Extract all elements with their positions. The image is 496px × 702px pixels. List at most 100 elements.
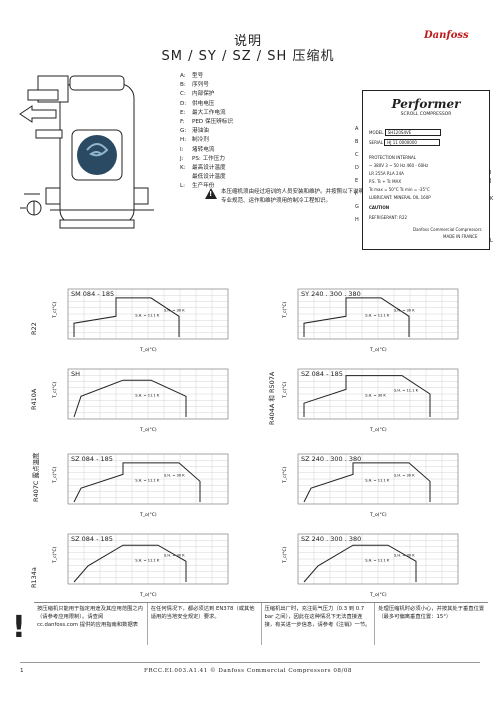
legend-text: 港油油 bbox=[192, 128, 209, 135]
legend-key: F: bbox=[180, 119, 185, 126]
footer-note-3: 压缩机出厂时，充注氮气压力（0.3 到 0.7 bar 之间），因此在这种情况下… bbox=[262, 603, 376, 645]
superheat-label: S.H. = 30 K bbox=[164, 554, 185, 558]
chart-series-title: SZ 084 - 185 bbox=[301, 370, 343, 378]
legend-item: G:港油油 bbox=[180, 127, 233, 136]
warning-top-text: 本压缩机须由经过培训的人员安装和维护。并按照以下说明以及专业规范、运作和维护须用… bbox=[221, 189, 376, 204]
y-axis-label: T_c(°C) bbox=[52, 466, 58, 484]
superheat-label: S.H. = 11.1 K bbox=[365, 559, 390, 563]
legend-text: 制冷剂 bbox=[192, 137, 209, 144]
envelope-line bbox=[73, 379, 187, 418]
y-axis-label: T_c(°C) bbox=[282, 381, 288, 399]
plate-callout-letter: G bbox=[355, 204, 359, 210]
envelope-line bbox=[303, 544, 417, 583]
legend-text: PS: 工作压力 bbox=[192, 155, 225, 162]
plate-callout-letter: D bbox=[355, 165, 359, 171]
superheat-label: S.H. = 30 K bbox=[394, 309, 415, 313]
legend-item: B: 序列号 bbox=[180, 81, 233, 90]
superheat-label: S.H. = 30 K bbox=[164, 309, 185, 313]
x-axis-label: T_o(°C) bbox=[139, 592, 157, 598]
plot-frame bbox=[67, 288, 229, 340]
plate-callout-letter: K bbox=[490, 196, 494, 202]
legend-text: 生产年份 bbox=[192, 183, 215, 190]
legend-item: H: 制冷剂 bbox=[180, 136, 233, 145]
envelope-line bbox=[303, 375, 431, 417]
legend-key: J: bbox=[180, 155, 184, 162]
plate-made-in: MADE IN FRANCE bbox=[443, 234, 478, 239]
footer-note-1: 按压缩机只能用于指定用途及其应用范围之内（请参考应用限制）。请查阅 cc.dan… bbox=[34, 603, 148, 645]
ref-label-r407c: R407C 露点温度 bbox=[32, 452, 40, 502]
envelope-line bbox=[73, 297, 180, 337]
legend-key: B: bbox=[180, 82, 186, 89]
chart-series-title: SH bbox=[71, 370, 80, 378]
plate-row-6: CAUTION bbox=[369, 205, 390, 210]
legend-item: J: PS: 工作压力 bbox=[180, 155, 233, 164]
legend-item: D:供电电压 bbox=[180, 100, 233, 109]
chart-series-title: SZ 240 . 300 . 380 bbox=[301, 535, 361, 543]
chart-series-title: SZ 084 - 185 bbox=[71, 455, 113, 463]
y-axis-label: T_c(°C) bbox=[52, 381, 58, 399]
plate-row-0: PROTECTION INTERNAL bbox=[369, 155, 417, 160]
plate-row-5: LUBRICANT: MINERAL OIL 160P bbox=[369, 195, 431, 200]
plate-callout-letter: A bbox=[355, 126, 359, 132]
plate-brand: Performer bbox=[391, 97, 461, 111]
danfoss-logo: Danfoss bbox=[424, 30, 469, 41]
legend-key: L: bbox=[180, 183, 186, 190]
footer-note-2: 在任何情况下，都必须达到 EN378（或其他适用的当地安全规定）要求。 bbox=[148, 603, 262, 645]
legend-item: F: PED 保压辨标识 bbox=[180, 118, 233, 127]
warning-top: ! 本压缩机须由经过培训的人员安装和维护。并按照以下说明以及专业规范、运作和维护… bbox=[205, 188, 375, 206]
legend-text: 型号 bbox=[192, 73, 204, 79]
plate-callout-letter: I bbox=[490, 170, 492, 176]
plot-frame bbox=[297, 368, 459, 420]
plate-callout-letter: L bbox=[490, 238, 493, 244]
legend-item: E:最大工作电流 bbox=[180, 109, 233, 118]
footer-divider bbox=[20, 662, 480, 663]
ref-label-r410a: R410A bbox=[30, 388, 38, 410]
exclamation-icon: ! bbox=[12, 610, 26, 645]
y-axis-label: T_c(°C) bbox=[282, 466, 288, 484]
legend-text: 序列号 bbox=[192, 82, 209, 89]
envelope-chart-r410-left: SHS.H. = 11.1 KT_c(°C)T_o(°C) bbox=[52, 368, 229, 433]
chart-series-title: SM 084 - 185 bbox=[71, 290, 114, 298]
legend-text: 堵转电流 bbox=[192, 146, 215, 153]
y-axis-label: T_c(°C) bbox=[52, 546, 58, 564]
footer-note-4: 处理压缩机时必须小心，并按其处于垂直位置（最多可偏离垂直位置：15°） bbox=[378, 606, 485, 620]
plate-callout-letter: C bbox=[355, 152, 359, 158]
plate-row-2: LR 255A RLA 24A bbox=[369, 171, 404, 176]
plot-frame bbox=[67, 368, 229, 420]
footer-docref: FRCC.EI.003.A1.41 © Danfoss Commercial C… bbox=[144, 668, 352, 674]
legend-text: 内部保护 bbox=[192, 91, 215, 98]
x-axis-label: T_o(°C) bbox=[369, 592, 387, 598]
superheat-label: S.H. = 11.1 K bbox=[135, 559, 160, 563]
legend-text: 最大工作电流 bbox=[192, 109, 226, 116]
plot-frame bbox=[297, 533, 459, 585]
envelope-line bbox=[73, 462, 201, 503]
x-axis-label: T_o(°C) bbox=[369, 347, 387, 353]
plot-frame bbox=[67, 453, 229, 505]
plot-frame bbox=[297, 453, 459, 505]
superheat-label: S.H. = 11.1 K bbox=[135, 314, 160, 318]
plate-callout-letter: F bbox=[355, 191, 358, 197]
page-title-cn: 说明 bbox=[233, 34, 262, 49]
legend-key: C: bbox=[180, 91, 186, 98]
plate-row-7: REFRIGERANT: R22 bbox=[369, 215, 408, 220]
chart-series-title: SY 240 . 300 . 380 bbox=[301, 290, 361, 298]
plate-company: Danfoss Commercial Compressors bbox=[413, 227, 482, 232]
legend-text: 最低设计温度 bbox=[192, 174, 226, 181]
plate-callout-letter: J bbox=[490, 178, 492, 184]
superheat-label: S.H. = 30 K bbox=[394, 474, 415, 478]
nameplate: Performer SCROLL COMPRESSOR MODEL SH120S… bbox=[362, 90, 490, 250]
chart-series-title: SZ 240 . 300 . 380 bbox=[301, 455, 361, 463]
legend-key: H: bbox=[180, 137, 187, 144]
superheat-label: S.H. = 11.1 K bbox=[135, 479, 160, 483]
ref-label-r22: R22 bbox=[30, 322, 38, 335]
ref-label-r134a: R134a bbox=[30, 567, 38, 588]
legend-item: I:堵转电流 bbox=[180, 146, 233, 155]
legend-key: D: bbox=[180, 100, 187, 107]
y-axis-label: T_c(°C) bbox=[282, 301, 288, 319]
superheat-label: S.H. = 11.1 K bbox=[135, 394, 160, 398]
superheat-label: S.H. = 11.1 K bbox=[365, 479, 390, 483]
legend-text: PED 保压辨标识 bbox=[192, 119, 233, 126]
